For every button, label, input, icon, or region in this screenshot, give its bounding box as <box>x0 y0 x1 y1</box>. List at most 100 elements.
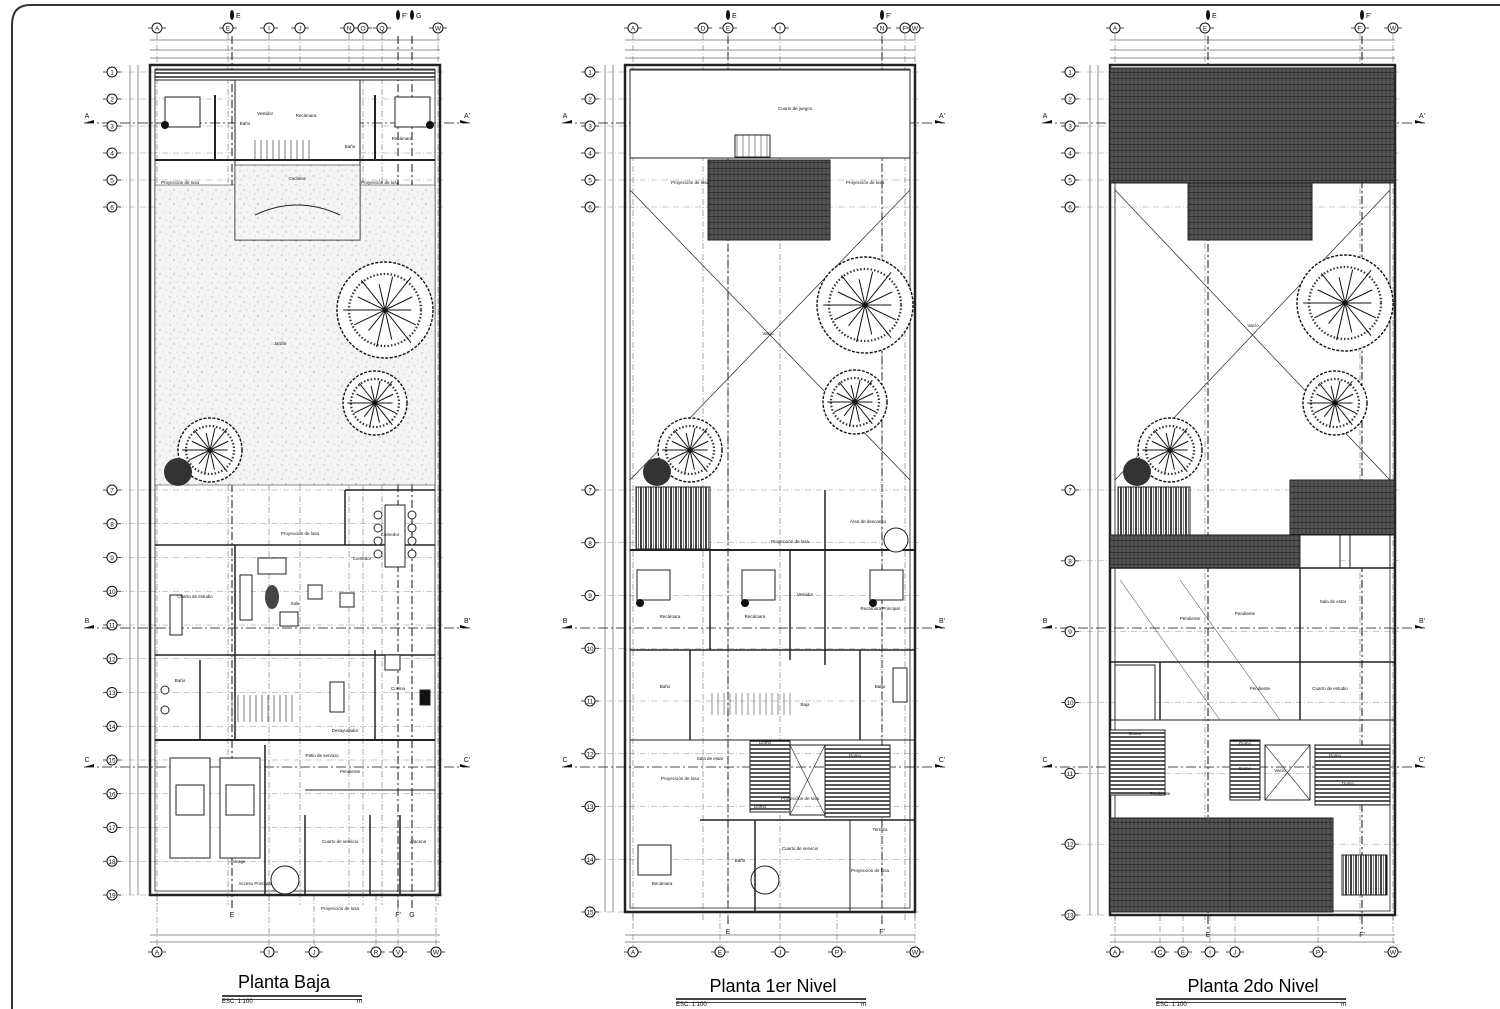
axis-mark-label: F' <box>1359 932 1365 939</box>
grid-bubble: 16 <box>103 788 121 800</box>
grid-bubble-label: E <box>1203 26 1208 33</box>
room-label: Baño <box>660 684 671 689</box>
axis-mark-icon <box>396 10 400 20</box>
bed-icon <box>636 569 671 601</box>
axis-mark-label: F' <box>1366 13 1372 20</box>
grid-bubble-label: 8 <box>1068 558 1072 565</box>
wall-line <box>209 427 228 451</box>
domo-skylight <box>1341 854 1388 896</box>
grid-bubble-label: 12 <box>586 751 594 758</box>
grid-bubble-label: R <box>374 950 379 957</box>
grid-bubble: J <box>1226 946 1244 958</box>
room-label: Recámara <box>745 614 766 619</box>
tree-symbol <box>816 256 914 354</box>
grid-bubble-label: 2 <box>110 97 114 104</box>
wall-line <box>838 381 856 403</box>
grid-bubble-label: A <box>1113 26 1118 33</box>
wall-line <box>209 440 229 451</box>
section-label: B' <box>464 618 470 625</box>
grid-bubble: V <box>389 946 407 958</box>
tree-symbol <box>1296 254 1394 352</box>
section-arrow <box>1415 120 1425 123</box>
wall-line <box>1151 440 1171 451</box>
wall-line <box>1169 449 1188 473</box>
section-marker: C <box>84 757 94 767</box>
axis-mark-icon <box>230 10 234 20</box>
grid-bubble-label: C <box>1158 950 1163 957</box>
desk-icon <box>169 594 183 636</box>
wall-line <box>368 402 376 428</box>
grid-bubble-label: 6 <box>588 205 592 212</box>
grid-bubble-label: 17 <box>108 825 116 832</box>
domo-skylight <box>1109 729 1166 796</box>
room-label: Vestidor <box>797 592 814 597</box>
room-label: Vacío <box>762 331 774 336</box>
wall-line <box>1179 579 1281 721</box>
grid-bubble: 8 <box>103 518 121 530</box>
grid-bubble-label: 4 <box>110 151 114 158</box>
sofa-icon <box>257 557 287 575</box>
section-arrow <box>1415 625 1425 628</box>
section-arrow <box>562 764 572 767</box>
domo-skylight <box>635 486 711 550</box>
room-label: Pendiente <box>1250 686 1271 691</box>
wall-line <box>209 449 231 461</box>
axis-mark-label: E <box>1212 13 1217 20</box>
grid-bubble: 11 <box>103 619 121 631</box>
grid-bubble: J <box>291 22 309 34</box>
room-label: Pendiente <box>1235 611 1256 616</box>
grid-bubble: J <box>305 946 323 958</box>
wall-line <box>384 296 413 311</box>
room-label: Proyección de losa <box>661 776 700 781</box>
wall-line <box>685 432 691 451</box>
plan-title-2do-nivel: Planta 2do Nivel <box>1187 976 1319 996</box>
section-arrow <box>935 120 945 123</box>
room-label: Cuarto de juegos <box>778 106 813 111</box>
tree-symbol <box>822 369 888 435</box>
grid-bubble-label: 9 <box>588 593 592 600</box>
domo-skylight <box>1314 744 1391 806</box>
bed-icon <box>164 96 201 128</box>
wall-line <box>836 392 856 403</box>
grid-bubble: 13 <box>581 801 599 812</box>
wall-line <box>384 309 412 343</box>
section-arrow <box>84 625 94 628</box>
section-arrow <box>935 625 945 628</box>
grid-bubble: 4 <box>581 147 599 159</box>
section-label: A <box>1043 113 1048 120</box>
grid-bubble-label: 11 <box>587 699 594 706</box>
axis-mark-icon <box>1360 10 1364 20</box>
section-label: B <box>563 618 568 625</box>
wall-line <box>205 432 211 451</box>
grid-bubble: 1 <box>103 66 121 78</box>
grid-bubble-label: 15 <box>586 910 594 917</box>
domo-skylight <box>824 744 891 818</box>
grid-bubble: 13 <box>103 687 121 698</box>
roof-hatch <box>1109 817 1231 913</box>
room-label: Baño <box>345 144 356 149</box>
grid-bubble: A <box>1106 22 1124 34</box>
section-marker: C <box>1042 757 1052 767</box>
car-window <box>225 784 255 816</box>
wall-line <box>1169 449 1191 461</box>
domo-skylight <box>1117 486 1191 536</box>
grid-bubble: 9 <box>581 590 599 601</box>
inner-wall <box>629 68 911 909</box>
grid-bubble-label: A <box>155 26 160 33</box>
grid-bubble: 11 <box>1061 767 1079 779</box>
axis-mark-label: F' <box>395 912 401 919</box>
scale-text: ESC. 1:100 <box>1156 1002 1187 1008</box>
wall-line <box>189 449 211 461</box>
grid-bubble-label: O <box>360 26 365 33</box>
sofa-icon <box>239 574 253 621</box>
grid-bubble: C <box>1151 946 1169 958</box>
room-label: Proyección de losa <box>781 796 820 801</box>
skylight-frame <box>1299 534 1341 569</box>
wall-line <box>374 380 393 404</box>
room-label: Proyección de losa <box>846 180 885 185</box>
sheet-frame <box>11 4 1500 1009</box>
grid-bubble-label: N <box>880 26 885 33</box>
grid-bubble-label: A <box>155 950 160 957</box>
